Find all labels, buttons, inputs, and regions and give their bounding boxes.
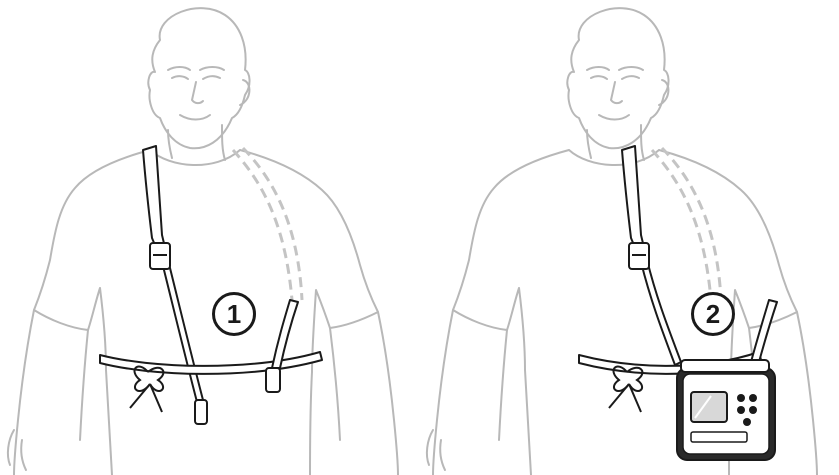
waist-belt-bow (130, 367, 163, 412)
left-arm (433, 310, 507, 475)
patient-figure-2 (419, 0, 839, 475)
dashed-back-strap (652, 150, 711, 300)
ear-outline (659, 80, 668, 105)
portable-monitor-device (677, 360, 775, 460)
eyebrows (587, 67, 643, 70)
panel-step-2: 2 (419, 0, 839, 475)
head-outline (148, 8, 249, 148)
side-strap (751, 300, 777, 362)
eyebrows (168, 67, 224, 70)
nose (611, 82, 622, 103)
strap-clip-front (195, 400, 207, 424)
shirt-collar (150, 150, 240, 165)
mouth (599, 115, 629, 120)
ear-outline (240, 80, 249, 105)
panel-step-1: 1 (0, 0, 420, 475)
step-number-badge: 1 (212, 292, 256, 336)
eyes (591, 76, 639, 79)
patient-figure-1 (0, 0, 420, 475)
nose (192, 82, 203, 103)
shirt-outline (34, 150, 378, 372)
right-arm (330, 312, 398, 475)
head-outline (567, 8, 668, 148)
mouth (180, 115, 210, 120)
strap-clip-right (266, 368, 280, 392)
left-arm (14, 310, 88, 475)
dashed-back-strap (233, 150, 292, 300)
eyes (172, 76, 220, 79)
step-number-badge: 2 (691, 292, 735, 336)
waist-belt (100, 352, 322, 374)
shirt-collar (569, 150, 659, 165)
shirt-lower (106, 370, 312, 475)
